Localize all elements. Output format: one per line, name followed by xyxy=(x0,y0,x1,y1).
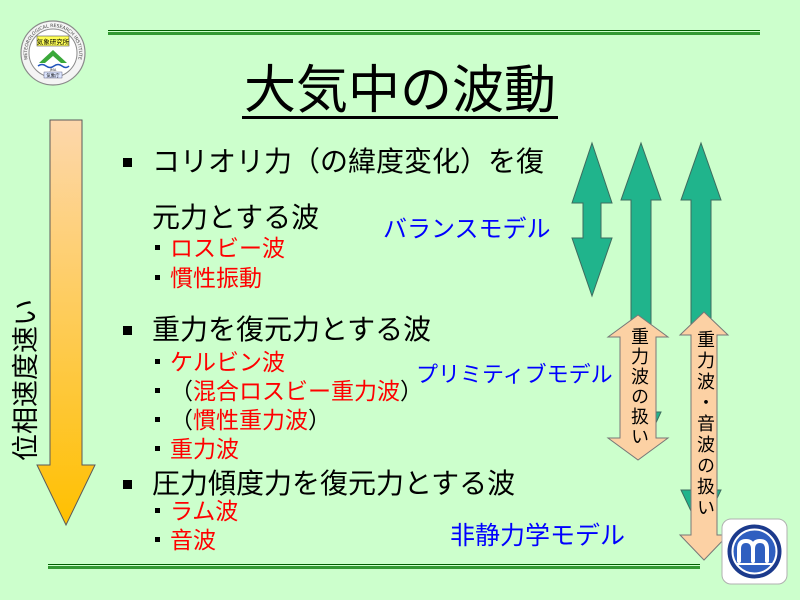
seal-name-box xyxy=(36,35,70,47)
wave-item: 音波 xyxy=(153,528,216,554)
wave-item: ケルビン波 xyxy=(153,350,285,376)
slide-title: 大気中の波動 xyxy=(0,61,800,121)
sub-bullet xyxy=(155,446,160,451)
sub-bullet xyxy=(155,508,160,513)
top-rule xyxy=(108,30,760,35)
sub-bullet xyxy=(155,275,160,280)
seal-agency-ja: 気象庁 xyxy=(46,72,60,79)
sub-bullet xyxy=(155,359,160,364)
slide-title-text: 大気中の波動 xyxy=(241,61,558,121)
close-paren: ） xyxy=(400,379,423,405)
bullet-square xyxy=(123,158,132,167)
section-heading-gravity: 重力を復元力とする波 xyxy=(152,313,432,346)
seal-agency-en: JMA xyxy=(49,68,57,72)
open-paren: （ xyxy=(170,408,193,434)
wave-item: 慣性振動 xyxy=(153,266,262,292)
wave-item: ラム波 xyxy=(153,499,238,525)
wave-name: ロスビー波 xyxy=(170,236,285,262)
mri-seal-logo: METEOROLOGICAL RESEARCH INSTITUTE 気象研究所 … xyxy=(20,20,86,86)
balance-model-label: バランスモデル xyxy=(383,215,551,243)
wave-name: 音波 xyxy=(170,528,216,554)
wave-item: 重力波 xyxy=(153,437,239,463)
seal-wave-icon xyxy=(37,63,70,69)
bullet-square xyxy=(123,326,132,335)
emblem-wave-icon xyxy=(737,538,769,563)
wave-name: 慣性振動 xyxy=(170,266,262,292)
open-paren: （ xyxy=(170,379,193,405)
phase-speed-label: 位相速度速い xyxy=(11,299,42,461)
phase-speed-arrow xyxy=(36,119,96,527)
seal-name: 気象研究所 xyxy=(37,37,70,46)
section-heading-coriolis: コリオリ力（の緯度変化）を復 xyxy=(152,145,545,178)
wave-name: ラム波 xyxy=(170,499,239,525)
wave-name: 慣性重力波 xyxy=(193,408,308,434)
mri-emblem-icon xyxy=(721,518,788,585)
gravity-wave-treatment-arrow xyxy=(606,314,670,461)
close-paren: ） xyxy=(308,408,331,434)
primitive-model-label: プリミティブモデル xyxy=(416,363,613,388)
gravity-sound-wave-treatment-arrow xyxy=(678,311,730,561)
bottom-rule xyxy=(48,564,700,569)
section-heading-pressure: 圧力傾度力を復元力とする波 xyxy=(152,467,516,500)
balance-model-range-arrow xyxy=(571,141,613,298)
wave-name: ケルビン波 xyxy=(170,350,285,376)
gravity-sound-wave-treatment-label: 重力波・音波の扱い xyxy=(694,330,715,519)
nonhydrostatic-model-label: 非静力学モデル xyxy=(450,521,626,550)
seal-agency-box xyxy=(43,71,63,79)
section-heading-coriolis-continued: 元力とする波 xyxy=(152,201,320,234)
wave-item: （慣性重力波） xyxy=(153,408,331,434)
seal-mountain-icon xyxy=(39,50,67,63)
bullet-square xyxy=(123,480,132,489)
wave-name: 混合ロスビー重力波 xyxy=(193,379,400,405)
wave-item: ロスビー波 xyxy=(153,236,285,262)
sub-bullet xyxy=(155,388,160,393)
sub-bullet xyxy=(155,417,160,422)
wave-name: 重力波 xyxy=(170,437,239,463)
sub-bullet xyxy=(155,537,160,542)
wave-item: （混合ロスビー重力波） xyxy=(153,379,423,405)
gravity-wave-treatment-label: 重力波の扱い xyxy=(628,327,649,447)
sub-bullet xyxy=(155,245,160,250)
